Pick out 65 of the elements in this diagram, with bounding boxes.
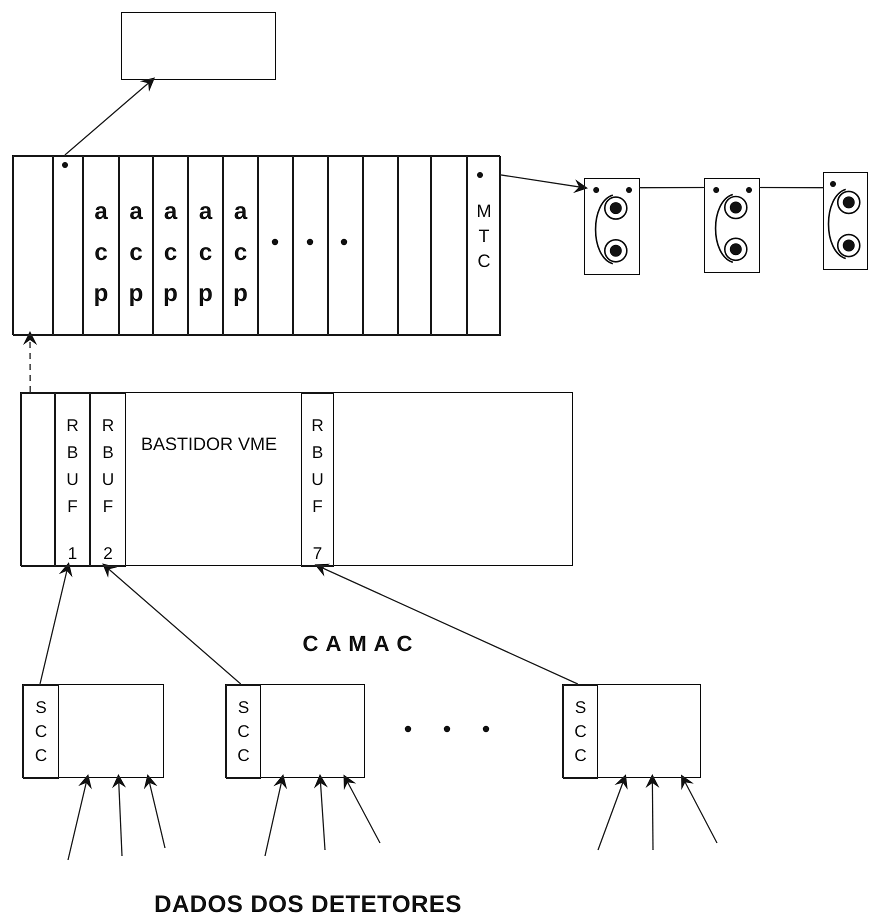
crate-slot <box>363 156 398 336</box>
input-arrow <box>264 774 288 856</box>
crate-slot <box>223 156 258 336</box>
arrow <box>500 174 588 194</box>
input-arrow <box>681 774 718 844</box>
crate-slot <box>258 156 293 336</box>
slot-label: acp <box>162 197 179 309</box>
crate-label: BASTIDOR VME <box>140 433 278 456</box>
arrow <box>23 331 38 392</box>
slot-label: acp <box>197 197 214 309</box>
input-arrow <box>344 774 381 844</box>
input-arrow <box>112 774 126 856</box>
input-arrow <box>645 774 660 850</box>
crate-slot <box>293 156 328 336</box>
module-slot <box>563 685 598 779</box>
module-box <box>562 684 701 778</box>
slot-number: 2 <box>102 544 114 564</box>
slot-label: RBUF <box>100 415 116 518</box>
crate-slot <box>328 156 363 336</box>
bus-label: CAMAC <box>302 631 420 657</box>
input-arrow <box>314 774 328 850</box>
input-arrow <box>67 774 92 860</box>
arrow <box>39 562 72 684</box>
crate-box <box>12 155 500 335</box>
crate-slot <box>119 156 153 336</box>
module-slot <box>226 685 261 779</box>
slot-label: RBUF <box>65 415 80 518</box>
arrow <box>64 77 156 156</box>
slot-label: SCC <box>573 697 588 767</box>
crate-slot <box>301 393 334 567</box>
crate-slot <box>90 393 126 567</box>
crate-box <box>20 392 573 566</box>
tape-drive-drawing <box>584 178 640 275</box>
caption-label: DADOS DOS DETETORES <box>154 891 462 919</box>
tape-drive-drawing <box>704 178 760 273</box>
computer-box <box>121 12 276 80</box>
crate-slot <box>431 156 467 336</box>
module-box <box>225 684 365 778</box>
crate-slot <box>83 156 119 336</box>
arrow <box>102 563 242 684</box>
slot-label: SCC <box>236 697 251 767</box>
slot-label: MTC <box>476 200 492 273</box>
module-box <box>22 684 164 778</box>
input-arrow <box>597 774 628 850</box>
crate-slot <box>53 156 83 336</box>
crate-slot <box>398 156 431 336</box>
slot-label: acp <box>92 197 110 309</box>
crate-slot <box>188 156 223 336</box>
crate-slot <box>55 393 90 567</box>
connector-line <box>760 186 823 188</box>
slot-number: 7 <box>312 544 324 564</box>
crate-slot <box>13 156 53 336</box>
slot-label: SCC <box>34 697 48 767</box>
slot-label: acp <box>232 197 249 309</box>
crate-slot <box>467 156 501 336</box>
crate-slot <box>153 156 188 336</box>
connector-line <box>640 186 704 188</box>
arrow <box>314 564 578 685</box>
slot-label: acp <box>128 197 144 309</box>
module-slot <box>23 685 59 779</box>
tape-drive-drawing <box>823 172 868 270</box>
slot-label: RBUF <box>310 415 325 518</box>
input-arrow <box>144 774 166 848</box>
slot-number: 1 <box>66 544 78 564</box>
crate-slot <box>21 393 55 567</box>
